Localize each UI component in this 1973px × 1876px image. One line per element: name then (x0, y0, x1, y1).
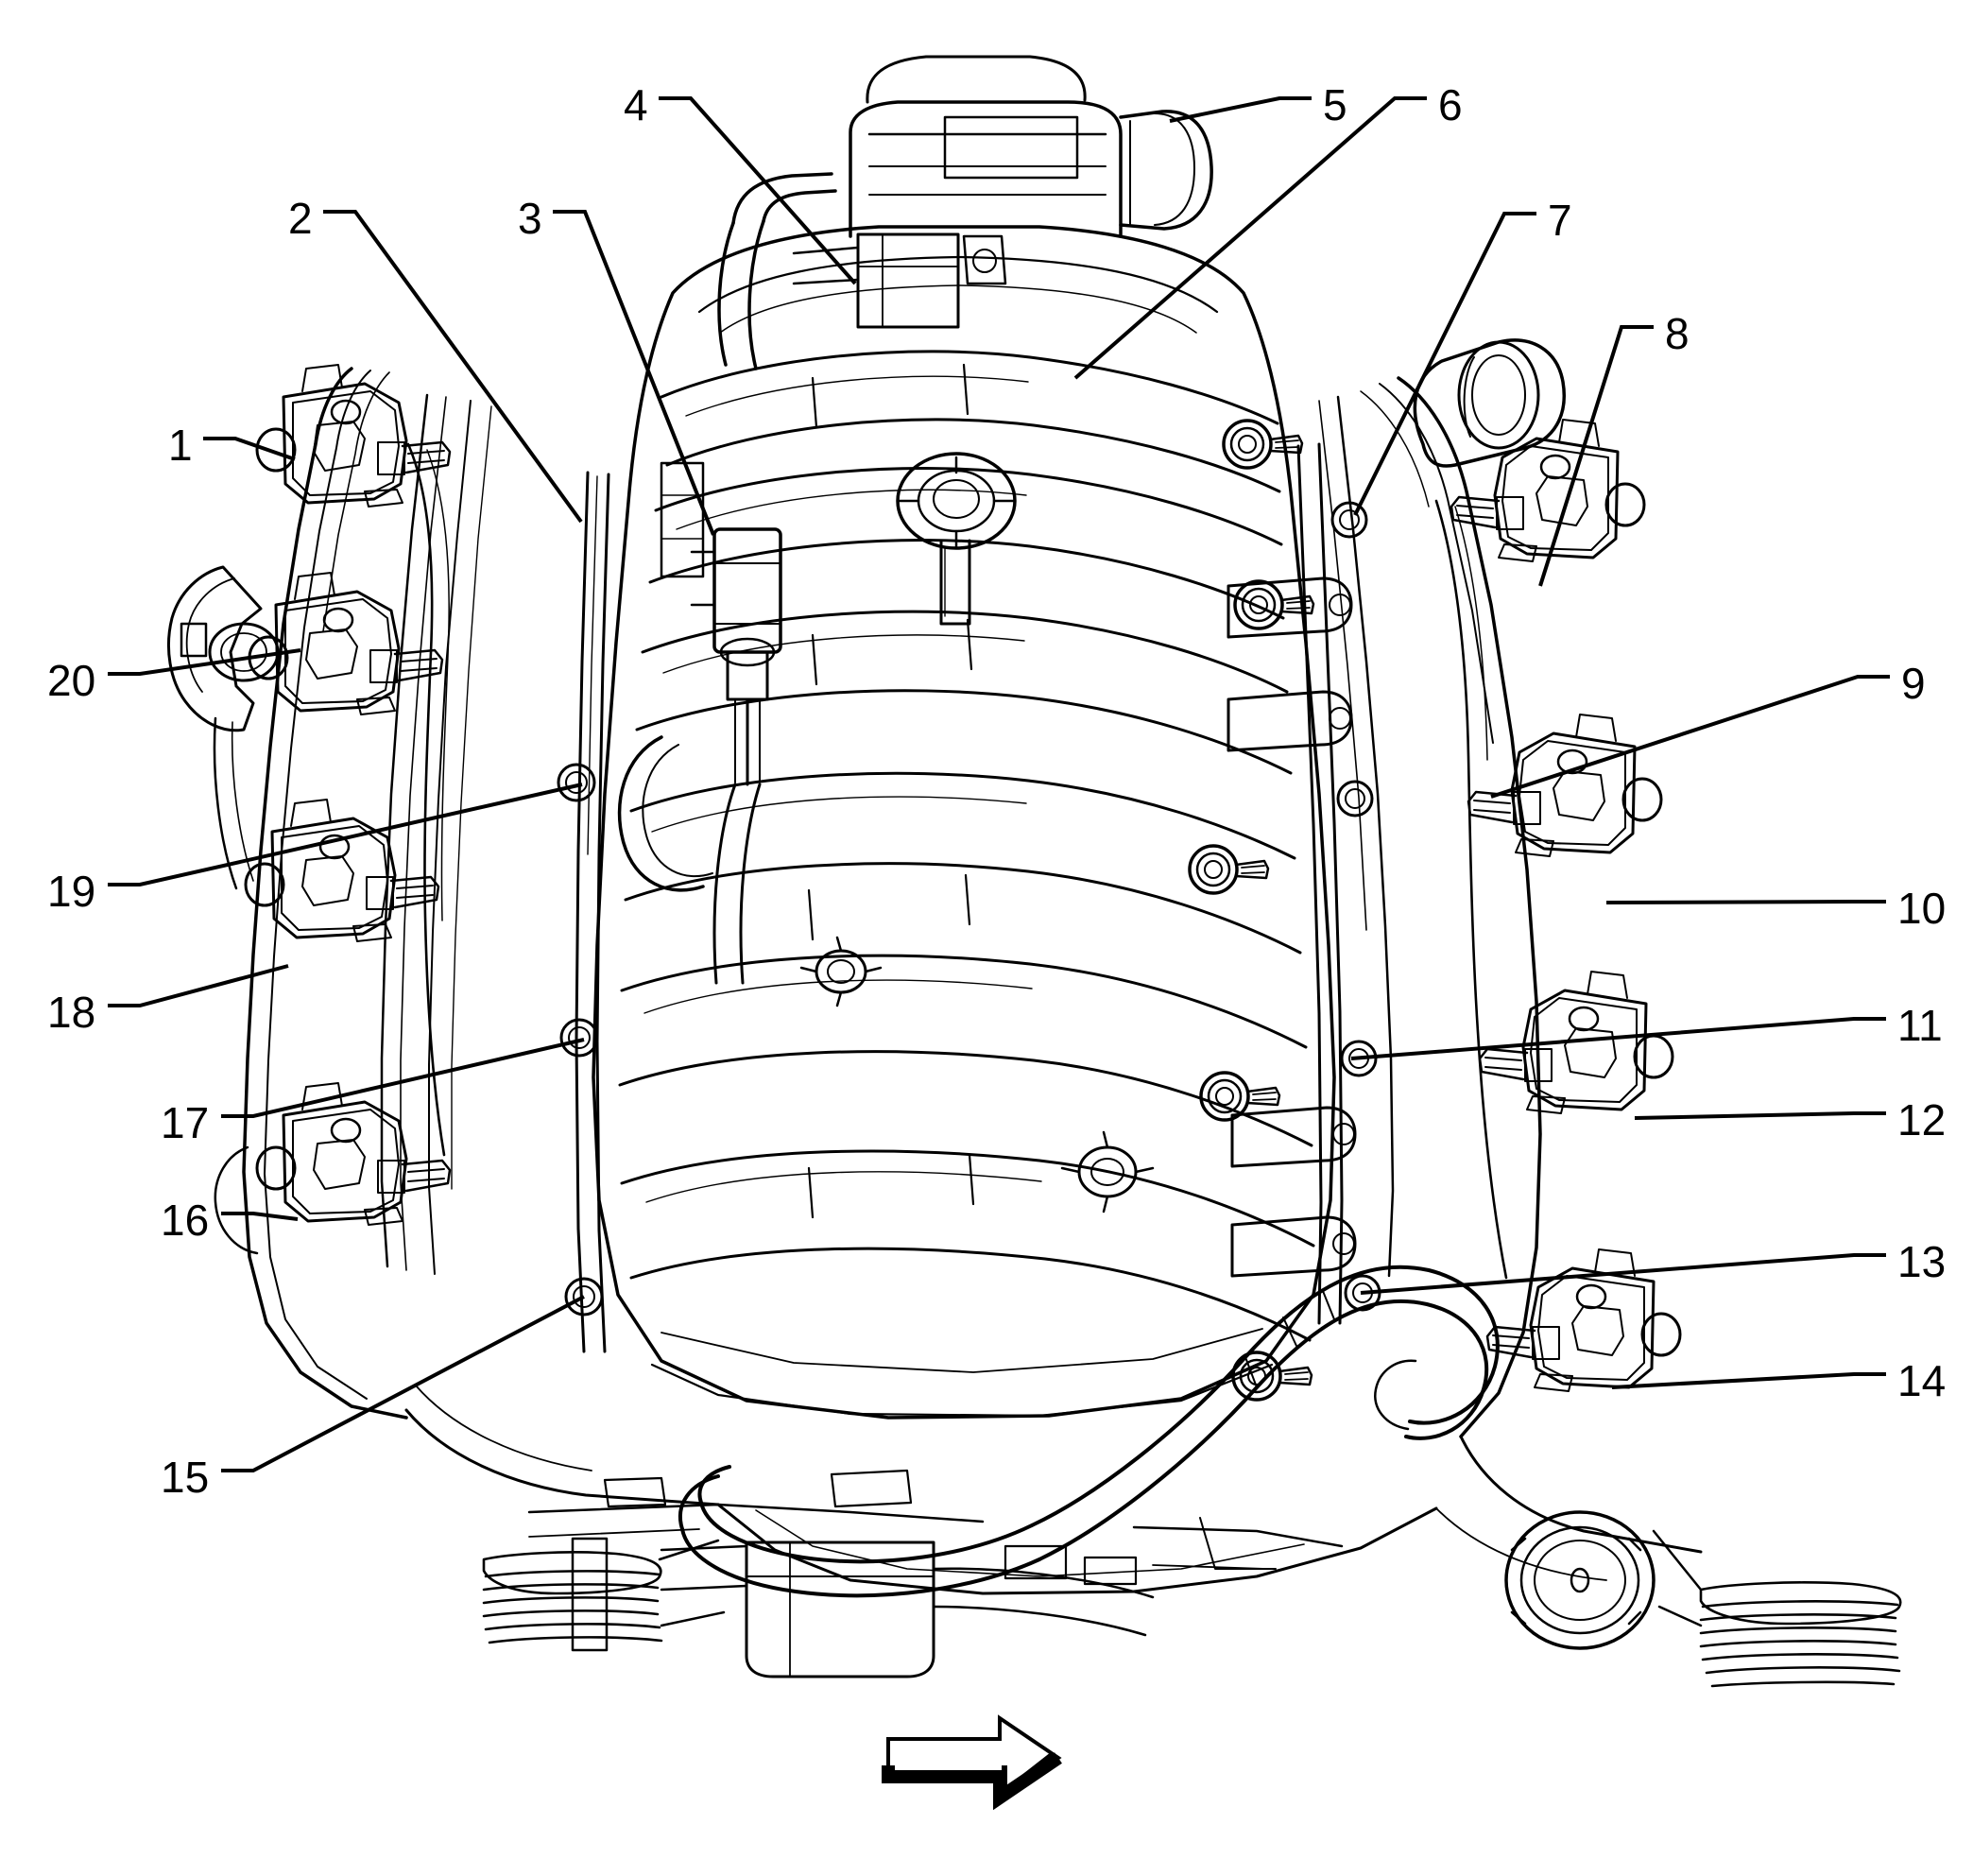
leader-line-5 (1169, 96, 1312, 123)
leader-line-6 (1073, 96, 1427, 380)
callout-number-13: 13 (1897, 1237, 1947, 1286)
callout-number-7: 7 (1548, 196, 1572, 245)
callout-number-15: 15 (161, 1453, 210, 1502)
leader-line-3 (553, 210, 715, 536)
leader-line-8 (1538, 325, 1654, 587)
leader-line-20 (108, 648, 301, 676)
leader-line-19 (108, 783, 583, 886)
leader-line-17 (221, 1038, 585, 1118)
callout-number-19: 19 (47, 867, 96, 916)
leader-line-13 (1360, 1253, 1886, 1295)
leader-line-15 (221, 1295, 585, 1472)
callout-number-16: 16 (161, 1196, 210, 1245)
callout-number-18: 18 (47, 988, 96, 1037)
leader-line-7 (1353, 212, 1536, 516)
callout-number-10: 10 (1897, 884, 1947, 933)
leader-line-4 (659, 96, 857, 285)
callout-number-12: 12 (1897, 1095, 1947, 1145)
leader-line-12 (1634, 1111, 1886, 1120)
callout-number-17: 17 (161, 1098, 210, 1147)
leader-line-1 (203, 437, 296, 461)
callout-number-9: 9 (1901, 659, 1926, 708)
callout-number-5: 5 (1323, 80, 1347, 129)
callout-number-3: 3 (518, 194, 542, 243)
callout-number-6: 6 (1438, 80, 1463, 129)
callout-number-11: 11 (1897, 1001, 1943, 1050)
leader-line-9 (1490, 675, 1890, 799)
callout-number-1: 1 (168, 421, 193, 470)
leader-line-10 (1605, 900, 1886, 904)
callout-number-2: 2 (288, 194, 313, 243)
leader-line-16 (221, 1212, 299, 1221)
leader-line-14 (1611, 1372, 1886, 1389)
callout-number-20: 20 (47, 656, 96, 705)
callout-number-8: 8 (1665, 309, 1690, 358)
callout-number-14: 14 (1897, 1356, 1947, 1405)
front-of-vehicle-arrow (882, 1714, 1062, 1811)
leader-line-18 (108, 964, 289, 1007)
callout-number-4: 4 (624, 80, 648, 129)
leader-line-2 (323, 210, 583, 524)
leader-line-11 (1350, 1017, 1886, 1060)
